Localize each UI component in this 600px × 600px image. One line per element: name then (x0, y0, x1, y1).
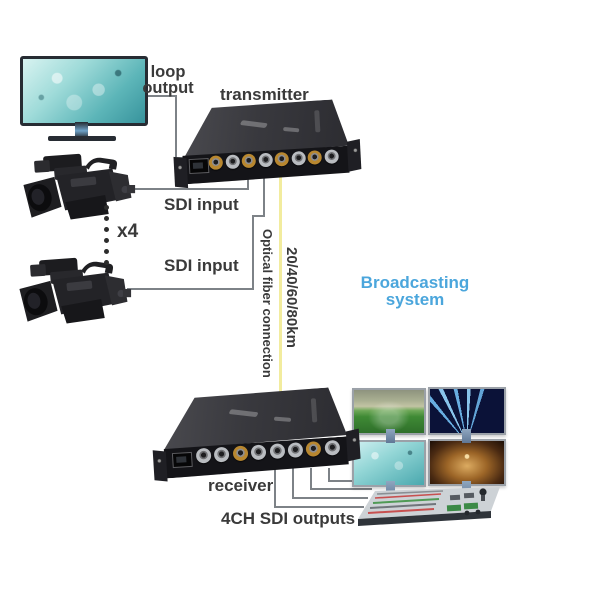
sdi-output4-line-v (328, 468, 330, 482)
sdi-input2-line-v1 (252, 215, 254, 290)
screen-stand (386, 481, 395, 499)
bnc-connector (324, 439, 341, 456)
bnc-connector (232, 445, 249, 462)
broadcasting-label-line1: Broadcasting (360, 273, 470, 292)
sdi-output3-line-v (310, 468, 312, 490)
mounting-ear (173, 156, 189, 189)
dot (104, 238, 109, 243)
bnc-connector (208, 155, 224, 171)
dot (104, 227, 109, 232)
monitor-base (48, 136, 116, 141)
broadcasting-label-line2: system (385, 290, 445, 309)
loop-output-line-h1 (147, 95, 177, 97)
bnc-connector (269, 443, 285, 460)
video-switcher-console (352, 483, 502, 527)
bnc-connector (241, 153, 257, 169)
bnc-connector (290, 150, 306, 166)
fiber-distance-label: 20/40/60/80km (283, 247, 300, 348)
bnc-connector (307, 150, 323, 165)
mounting-ear (152, 450, 168, 482)
bnc-connector (305, 440, 322, 457)
monitor-wall (350, 383, 508, 501)
broadcast-camera-icon (18, 146, 136, 234)
sdi-output1-line-v (274, 468, 276, 508)
loop-output-label-line1: loop (150, 63, 186, 81)
loop-output-label-line2: output (142, 79, 194, 97)
transmitter-label: transmitter (220, 85, 309, 104)
dot (104, 216, 109, 221)
bnc-connector (257, 152, 273, 168)
dot (104, 249, 109, 254)
bnc-connector (224, 154, 240, 170)
mounting-ear (346, 139, 362, 172)
dot (104, 260, 109, 265)
mounting-ear (345, 428, 361, 462)
sdi-output1-line-h (274, 506, 364, 508)
sdi-output2-line-h (292, 497, 368, 499)
sdi-output2-line-v (292, 468, 294, 499)
bnc-connector (323, 149, 339, 164)
dot (104, 205, 109, 210)
screen-theater-stage (428, 439, 506, 486)
receiver-device (152, 386, 361, 486)
optical-fiber-line (279, 172, 282, 401)
receiver-label: receiver (208, 476, 274, 495)
bnc-connector (214, 446, 230, 463)
bnc-connector (195, 447, 212, 464)
screen-concert-stage (428, 387, 506, 435)
camera-multiplier-label: x4 (117, 221, 139, 242)
sdi-input2-line-h2 (252, 215, 265, 217)
optical-fiber-label: Optical fiber connection (260, 229, 275, 378)
screen-stand (462, 429, 471, 443)
bnc-connector (287, 442, 304, 459)
ellipsis-dots (104, 205, 109, 265)
sdi-input1-line-v (247, 176, 249, 190)
broadcasting-system-label: Broadcasting system (352, 274, 478, 308)
bnc-connector (274, 151, 290, 167)
broadcast-camera-icon (14, 250, 132, 338)
sdi-input-bottom-label: SDI input (164, 256, 239, 275)
bnc-connector (250, 444, 267, 461)
sdi-outputs-label: 4CH SDI outputs (221, 509, 356, 528)
loop-output-label: loop output (138, 63, 198, 97)
ethernet-port (171, 451, 193, 469)
sdi-input2-line-v2 (263, 176, 265, 217)
loop-output-monitor-icon (20, 56, 148, 126)
screen-water-abstract (352, 440, 426, 487)
transmitter-device (173, 98, 362, 192)
ethernet-port (188, 158, 210, 175)
sdi-input1-line-h (130, 188, 249, 190)
loop-output-line-v (175, 95, 177, 159)
screen-stand (386, 429, 395, 443)
sdi-input-top-label: SDI input (164, 195, 239, 214)
screen-sports-stadium (352, 388, 426, 435)
sdi-output3-line-h (310, 488, 372, 490)
monitor-stand (75, 122, 88, 138)
sdi-input2-line-h1 (127, 288, 254, 290)
